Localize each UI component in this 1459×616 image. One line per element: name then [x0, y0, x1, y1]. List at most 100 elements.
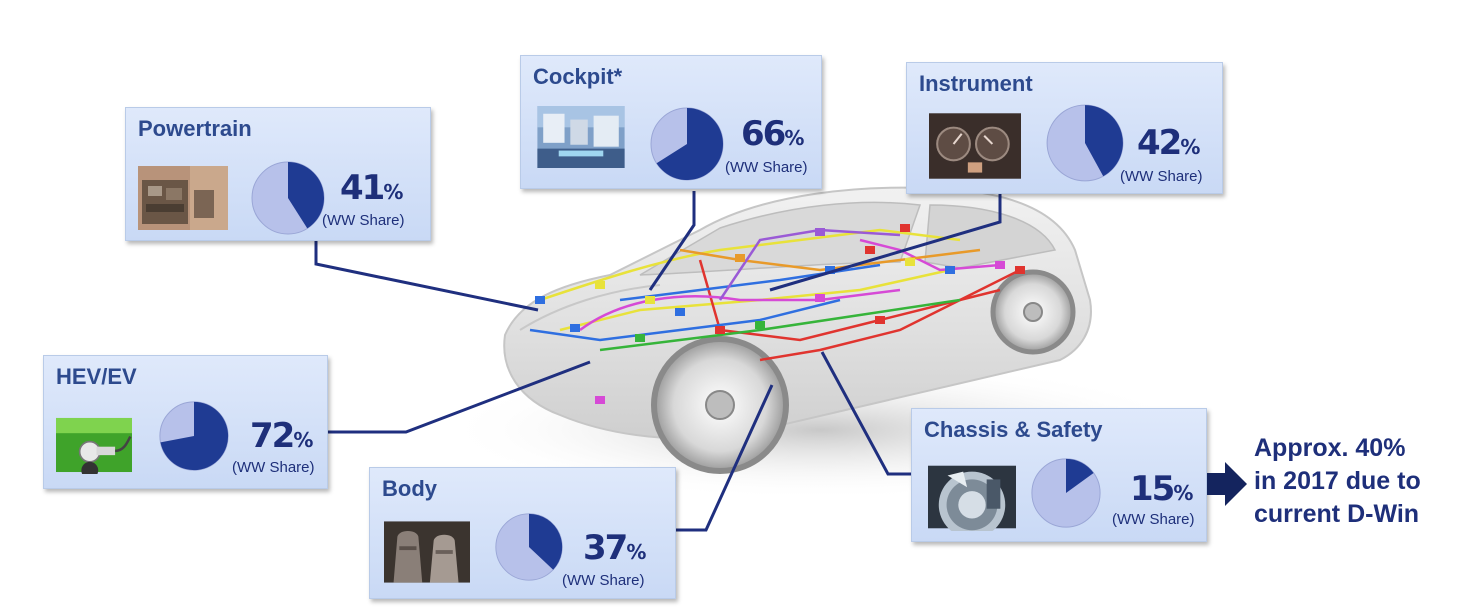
car-hood-line	[519, 284, 661, 331]
card-body: Body 37% (WW Share)	[369, 467, 676, 599]
percent-symbol: %	[383, 180, 404, 204]
wire-node	[715, 326, 725, 334]
wire-node	[675, 308, 685, 316]
wire-node	[825, 266, 835, 274]
share-percentage: 41%	[340, 168, 403, 208]
pie-share-slice	[1066, 458, 1094, 493]
connector-lines	[314, 191, 1002, 532]
pie-share-slice	[1085, 105, 1123, 177]
right-arrow-icon	[1207, 462, 1247, 506]
percent-value: 37	[583, 528, 628, 568]
share-percentage: 72%	[250, 416, 313, 456]
share-pie-chart	[1031, 458, 1101, 528]
wire-node	[535, 296, 545, 304]
share-pie-chart	[650, 107, 724, 181]
wire-node	[905, 258, 915, 266]
wire-node	[865, 246, 875, 254]
engine-photo-icon	[138, 166, 228, 230]
share-label: (WW Share)	[562, 572, 645, 589]
wire-line	[759, 268, 1021, 362]
share-pie-chart	[495, 513, 563, 581]
wire-node	[995, 261, 1005, 269]
share-label: (WW Share)	[1112, 511, 1195, 528]
share-label: (WW Share)	[232, 459, 315, 476]
car-front-hub	[705, 390, 735, 420]
powertrain-connector	[314, 240, 539, 312]
share-pie-chart	[1046, 104, 1124, 182]
wire-line	[679, 248, 981, 272]
outlook-note: Approx. 40% in 2017 due to current D-Win	[1254, 432, 1421, 531]
percent-value: 15	[1130, 469, 1175, 509]
percent-symbol: %	[1173, 481, 1194, 505]
brake-disc-photo-icon	[928, 465, 1016, 531]
percent-value: 42	[1137, 123, 1182, 163]
wire-node	[900, 224, 910, 232]
pie-share-slice	[160, 401, 229, 471]
wire-node	[595, 281, 605, 289]
share-label: (WW Share)	[1120, 168, 1203, 185]
pie-share-slice	[288, 162, 325, 229]
wire-line	[529, 298, 841, 342]
percent-value: 66	[741, 114, 786, 154]
percent-symbol: %	[293, 428, 314, 452]
car-rear-hub	[1023, 302, 1043, 322]
card-title: HEV/EV	[56, 364, 137, 389]
wire-line	[859, 238, 1001, 272]
wire-node	[595, 396, 605, 404]
note-line: in 2017 due to	[1254, 467, 1421, 495]
card-instrument: Instrument 42% (WW Share)	[906, 62, 1223, 194]
card-chassis-safety: Chassis & Safety 15% (WW Share)	[911, 408, 1207, 542]
card-cockpit: Cockpit* 66% (WW Share)	[520, 55, 822, 189]
percent-symbol: %	[626, 540, 647, 564]
car-seat-photo-icon	[384, 521, 470, 583]
wire-node	[635, 334, 645, 342]
wire-line	[718, 228, 901, 301]
share-percentage: 66%	[741, 114, 804, 154]
wire-node	[645, 296, 655, 304]
wire-line	[539, 228, 961, 302]
cockpit-display-photo-icon	[537, 106, 625, 168]
share-pie-chart	[251, 161, 325, 235]
share-percentage: 15%	[1130, 469, 1193, 509]
cockpit-connector	[648, 191, 696, 291]
ev-charging-photo-icon	[56, 417, 132, 474]
wire-line	[579, 288, 901, 332]
pie-share-slice	[656, 108, 723, 180]
wire-node	[735, 254, 745, 262]
share-pie-chart	[159, 401, 229, 471]
card-title: Chassis & Safety	[924, 417, 1103, 442]
body-connector	[676, 384, 774, 532]
share-label: (WW Share)	[322, 212, 405, 229]
note-line: current D-Win	[1254, 500, 1420, 528]
wire-node	[875, 316, 885, 324]
car-windshield	[639, 201, 922, 276]
wire-node	[945, 266, 955, 274]
hev-ev-connector	[328, 360, 591, 434]
wire-node	[815, 228, 825, 236]
percent-value: 41	[340, 168, 385, 208]
note-line: Approx. 40%	[1254, 434, 1406, 462]
instrument-cluster-photo-icon	[929, 113, 1021, 179]
share-percentage: 42%	[1137, 123, 1200, 163]
card-title: Instrument	[919, 71, 1033, 96]
wire-node	[815, 294, 825, 302]
share-percentage: 37%	[583, 528, 646, 568]
wire-node	[570, 324, 580, 332]
wire-node	[755, 321, 765, 329]
wire-line	[698, 259, 1001, 342]
instrument-connector	[769, 193, 1002, 292]
share-label: (WW Share)	[725, 159, 808, 176]
card-title: Powertrain	[138, 116, 252, 141]
pie-share-slice	[529, 513, 563, 570]
wiring-harness	[529, 224, 1025, 404]
wire-line	[599, 298, 961, 352]
percent-symbol: %	[1180, 135, 1201, 159]
card-powertrain: Powertrain 41% (WW Share)	[125, 107, 431, 241]
wire-node	[1015, 266, 1025, 274]
chassis-safety-connector	[820, 351, 912, 476]
percent-value: 72	[250, 416, 295, 456]
card-title: Cockpit*	[533, 64, 623, 89]
card-title: Body	[382, 476, 437, 501]
